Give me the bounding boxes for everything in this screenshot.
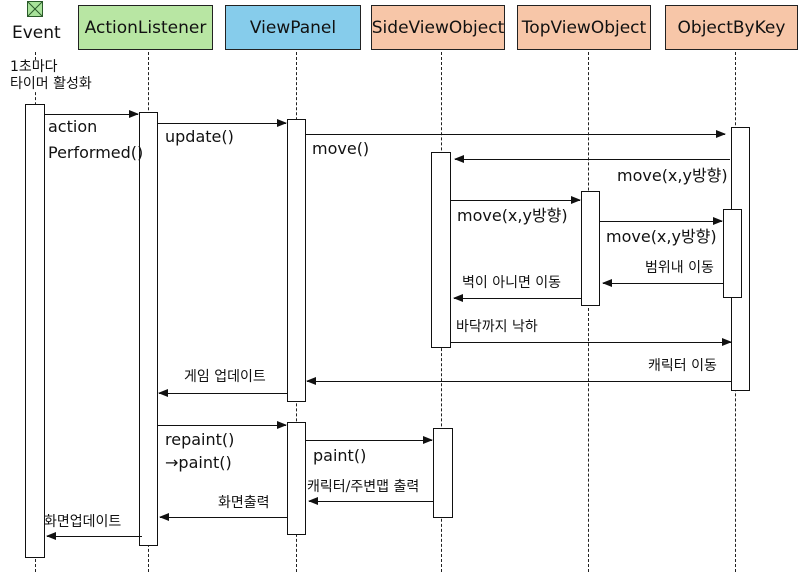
message-label: 범위내 이동 <box>645 260 714 276</box>
message-label: 캐릭터/주변맵 출력 <box>307 479 420 495</box>
participant-objectbykey: ObjectByKey <box>665 5 798 50</box>
message-arrow <box>308 497 433 505</box>
activation-viewpanel-paint <box>287 422 306 535</box>
message-label: action <box>48 117 98 136</box>
message-label: repaint() <box>165 430 235 449</box>
participant-viewpanel: ViewPanel <box>225 5 361 50</box>
activation-objectbykey-nested <box>723 209 742 298</box>
message-arrow <box>306 436 433 444</box>
message-label: 화면출력 <box>218 495 270 511</box>
participant-actionlistener: ActionListener <box>78 5 213 50</box>
message-arrow <box>453 294 581 302</box>
message-label: move(x,y방향) <box>457 206 568 225</box>
activation-event <box>25 104 45 558</box>
message-arrow <box>454 155 730 163</box>
message-arrow <box>600 217 723 225</box>
activation-topview-move <box>581 191 600 306</box>
message-label: Performed() <box>48 143 144 162</box>
message-label: 벽이 아니면 이동 <box>462 275 562 291</box>
message-label: 화면업데이트 <box>44 514 122 530</box>
message-arrow <box>45 110 139 118</box>
message-label: →paint() <box>165 453 232 472</box>
message-label: move() <box>312 139 370 158</box>
message-arrow <box>451 338 732 346</box>
message-arrow <box>158 119 287 127</box>
participant-label: ViewPanel <box>249 17 337 38</box>
lifeline-topviewobject <box>588 52 589 572</box>
activation-sideview-move <box>431 152 451 348</box>
message-label: move(x,y방향) <box>606 227 717 246</box>
message-arrow <box>159 513 287 521</box>
message-label: paint() <box>313 446 367 465</box>
participant-topviewobject: TopViewObject <box>517 5 651 50</box>
event-actor-label: Event <box>12 23 61 43</box>
activation-actionlistener <box>139 112 158 546</box>
message-arrow <box>46 532 142 540</box>
participant-sideviewobject: SideViewObject <box>371 5 505 50</box>
actor-note-line1: 1초마다 <box>10 59 58 76</box>
participant-label: ActionListener <box>84 17 207 38</box>
message-arrow <box>158 389 287 397</box>
message-arrow <box>158 421 287 429</box>
actor-note-line2: 타이머 활성화 <box>10 76 92 93</box>
message-label: 바닥까지 낙하 <box>456 319 538 335</box>
activation-viewpanel-update <box>287 119 306 402</box>
activation-sideview-paint <box>433 428 453 518</box>
message-arrow <box>306 377 731 385</box>
message-arrow <box>602 279 723 287</box>
message-arrow <box>306 130 726 138</box>
message-label: update() <box>165 127 234 146</box>
message-label: 게임 업데이트 <box>184 369 266 385</box>
participant-label: TopViewObject <box>521 17 647 38</box>
participant-label: SideViewObject <box>371 17 505 38</box>
message-arrow <box>451 196 581 204</box>
message-label: move(x,y방향) <box>617 166 728 185</box>
participant-label: ObjectByKey <box>677 17 786 38</box>
message-label: 캐릭터 이동 <box>648 358 717 374</box>
event-actor-icon <box>27 1 43 17</box>
